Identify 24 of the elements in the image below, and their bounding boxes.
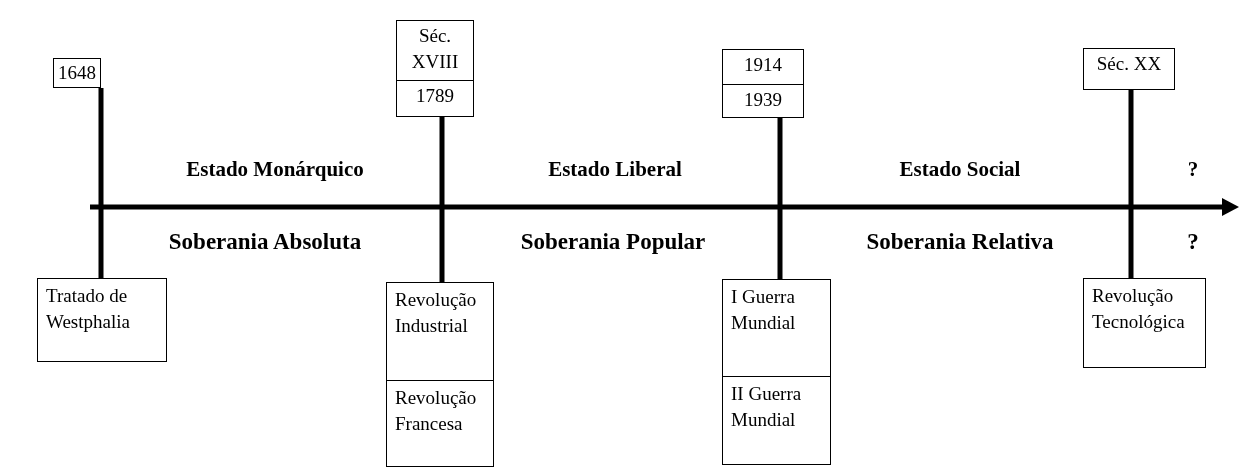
event-box: I Guerra Mundial: [722, 279, 831, 377]
event-box: Revolução Industrial: [386, 282, 494, 381]
timeline-tick: [777, 118, 783, 279]
event-box: 1789: [396, 80, 474, 117]
period-label: Soberania Absoluta: [168, 229, 362, 255]
event-box: Séc. XVIII: [396, 20, 474, 81]
period-label: Soberania Popular: [520, 229, 706, 255]
event-box: 1648: [53, 58, 101, 88]
event-box: Séc. XX: [1083, 48, 1175, 90]
timeline-tick: [1128, 90, 1134, 278]
timeline-tick: [439, 117, 445, 282]
event-box: Revolução Tecnológica: [1083, 278, 1206, 368]
event-box: 1914: [722, 49, 804, 85]
period-label: Estado Social: [899, 157, 1021, 182]
event-box: Tratado de Westphalia: [37, 278, 167, 362]
event-box: Revolução Francesa: [386, 380, 494, 467]
timeline-tick: [98, 88, 104, 278]
period-label: Soberania Relativa: [866, 229, 1054, 255]
event-box: II Guerra Mundial: [722, 376, 831, 465]
event-box: 1939: [722, 84, 804, 118]
period-label: ?: [1187, 157, 1199, 182]
period-label: ?: [1187, 229, 1199, 255]
period-label: Estado Liberal: [548, 157, 682, 182]
period-label: Estado Monárquico: [186, 157, 364, 182]
